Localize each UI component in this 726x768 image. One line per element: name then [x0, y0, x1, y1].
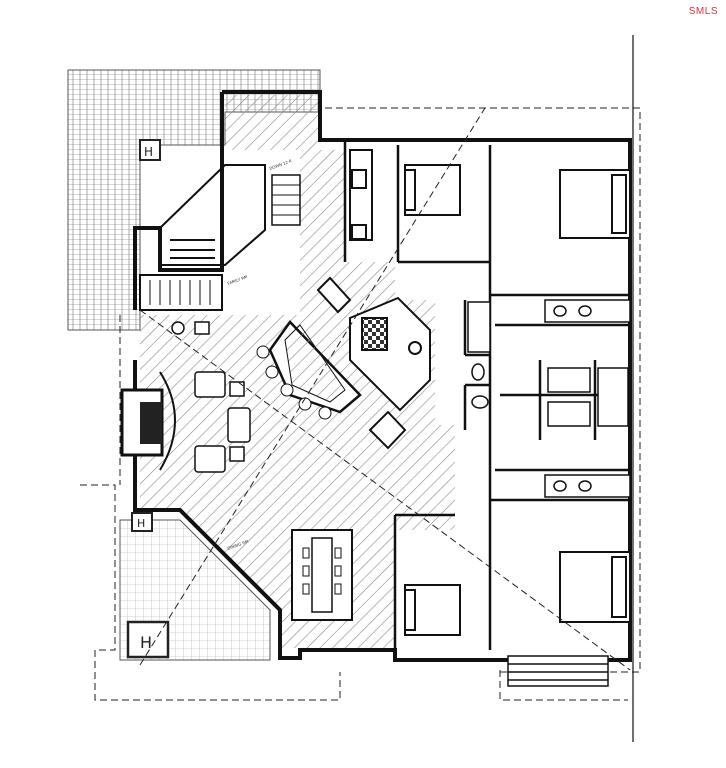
beds — [404, 164, 631, 636]
great-room-label: FAMILY RM — [227, 274, 249, 286]
svg-text:H: H — [137, 517, 145, 530]
svg-text:H: H — [140, 633, 152, 652]
stair-vestibule — [139, 164, 301, 311]
stair-label: DOWN 12 R — [269, 158, 293, 171]
kitchen-counters — [316, 149, 431, 450]
kitchen-island — [256, 320, 362, 420]
watermark: SMLS — [688, 6, 718, 17]
fireplace — [120, 371, 176, 471]
bath-fixtures — [467, 299, 631, 498]
living-furniture — [171, 321, 251, 473]
front-steps — [507, 655, 609, 687]
hatched-floor — [140, 95, 455, 648]
svg-text:H: H — [144, 145, 153, 159]
roof-shingles: H — [67, 69, 321, 331]
dining-table — [291, 529, 353, 621]
interior-walls — [343, 140, 630, 650]
